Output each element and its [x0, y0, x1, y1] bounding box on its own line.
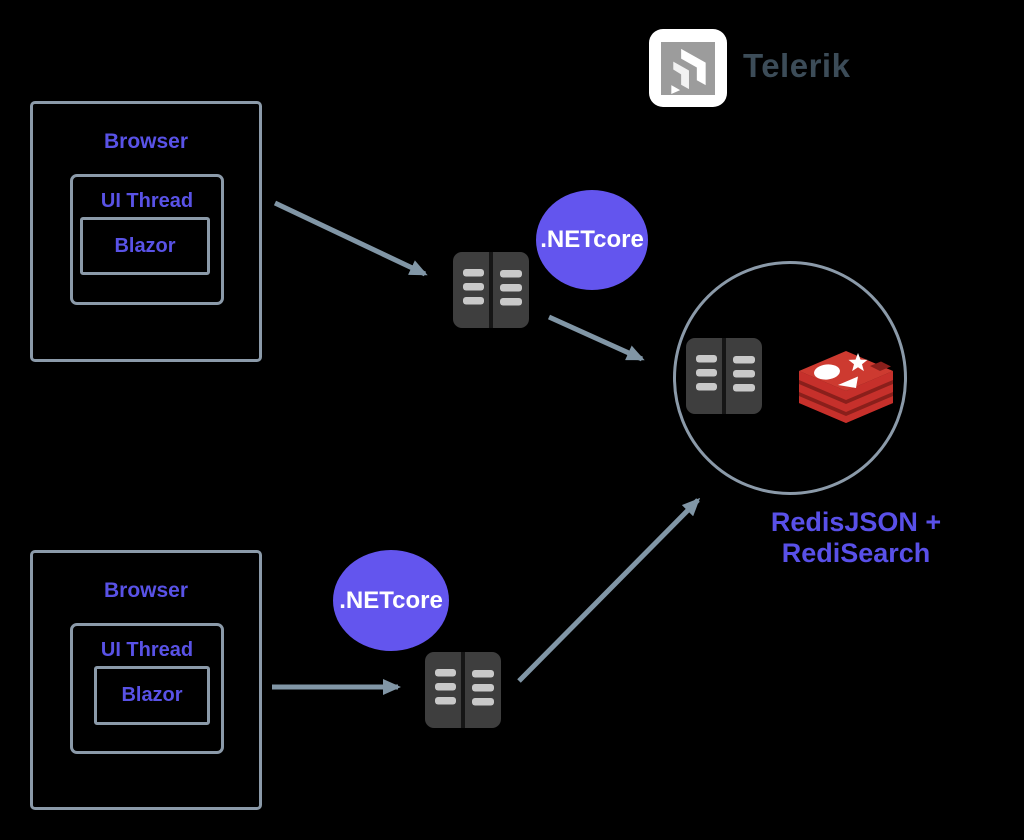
browser-box-bottom: Browser UI Thread Blazor — [30, 550, 262, 810]
blazor-box: Blazor — [94, 666, 210, 725]
arrow-browser-top-to-server — [273, 200, 428, 277]
blazor-label: Blazor — [114, 234, 176, 257]
browser-label: Browser — [103, 579, 189, 602]
telerik-logo-icon — [649, 29, 727, 107]
arrow-server-top-to-redis — [547, 314, 645, 362]
blazor-label: Blazor — [121, 684, 183, 706]
redis-cluster-circle — [673, 261, 907, 495]
ui-thread-label: UI Thread — [100, 190, 194, 212]
brand-name: Telerik — [743, 47, 851, 84]
telerik-logo-square — [661, 41, 715, 95]
server-rack-icon — [424, 651, 502, 729]
progress-arrow-icon — [671, 48, 706, 94]
netcore-badge-bottom: .NETcore — [333, 550, 449, 651]
ui-thread-box: UI Thread Blazor — [70, 623, 224, 754]
browser-box-top: Browser UI Thread Blazor — [30, 101, 262, 362]
ui-thread-label: UI Thread — [100, 639, 194, 661]
arrow-server-bottom-to-redis — [517, 497, 701, 683]
netcore-badge-top: .NETcore — [536, 190, 648, 290]
redis-caption: RedisJSON + RediSearch — [770, 507, 942, 568]
browser-label: Browser — [103, 130, 189, 153]
server-rack-icon — [685, 337, 763, 415]
redis-database-icon — [799, 351, 893, 423]
server-rack-icon — [452, 251, 530, 329]
ui-thread-box: UI Thread Blazor — [70, 174, 224, 305]
blazor-box: Blazor — [80, 217, 210, 275]
